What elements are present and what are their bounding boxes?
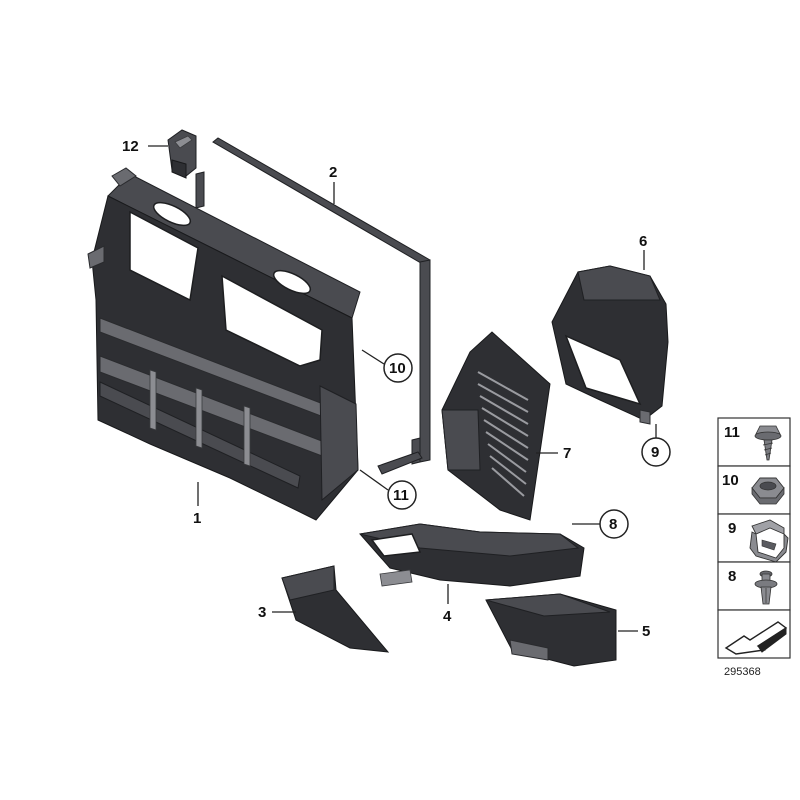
- callout-6-label: 6: [639, 233, 647, 250]
- callout-11-label: 11: [393, 487, 409, 504]
- legend-row-8: [717, 561, 791, 611]
- legend-label-8: 8: [728, 568, 736, 585]
- callout-5-label: 5: [642, 623, 650, 640]
- part-12-bracket: [167, 129, 197, 179]
- legend-label-11: 11: [724, 424, 740, 441]
- expanding-rivet-icon: [754, 570, 778, 605]
- callout-12: 12: [122, 138, 168, 155]
- callout-2: 2: [329, 164, 337, 204]
- callout-4: 4: [443, 584, 452, 625]
- part-1-shroud-frame: [87, 167, 361, 521]
- direction-arrow-icon: [724, 621, 788, 655]
- callout-1: 1: [193, 482, 201, 527]
- nut-icon: [751, 477, 785, 505]
- part-7-grille-duct: [441, 331, 551, 521]
- callout-8: 8: [572, 509, 629, 539]
- callout-7-label: 7: [563, 445, 571, 462]
- callout-12-label: 12: [122, 138, 139, 155]
- callout-7: 7: [536, 445, 571, 462]
- part-6-air-duct: [551, 265, 669, 425]
- screw-icon: [754, 425, 782, 461]
- callout-8-label: 8: [609, 516, 617, 533]
- callout-5: 5: [618, 623, 650, 640]
- callout-3: 3: [258, 604, 296, 621]
- callout-2-label: 2: [329, 164, 337, 181]
- callout-6: 6: [639, 233, 647, 270]
- callout-10-label: 10: [389, 360, 406, 377]
- callout-9-label: 9: [651, 444, 659, 461]
- legend-label-10: 10: [722, 472, 739, 489]
- part-7-slats: [477, 371, 529, 497]
- fastener-legend: 11 10 9 8: [717, 417, 791, 659]
- callout-9: 9: [641, 424, 671, 467]
- part-2-seal-strip: [195, 137, 431, 475]
- callout-4-label: 4: [443, 608, 452, 625]
- legend-row-11: [717, 417, 791, 467]
- part-4-air-guide: [359, 523, 585, 587]
- part-3-deflector: [281, 565, 390, 653]
- legend-label-9: 9: [728, 520, 736, 537]
- callout-1-label: 1: [193, 510, 201, 527]
- clip-nut-icon: [749, 519, 789, 563]
- callout-10: 10: [361, 349, 413, 383]
- callout-3-label: 3: [258, 604, 266, 621]
- reference-number: 295368: [724, 666, 761, 678]
- part-5-deflector: [485, 593, 617, 667]
- callout-11: 11: [359, 469, 417, 510]
